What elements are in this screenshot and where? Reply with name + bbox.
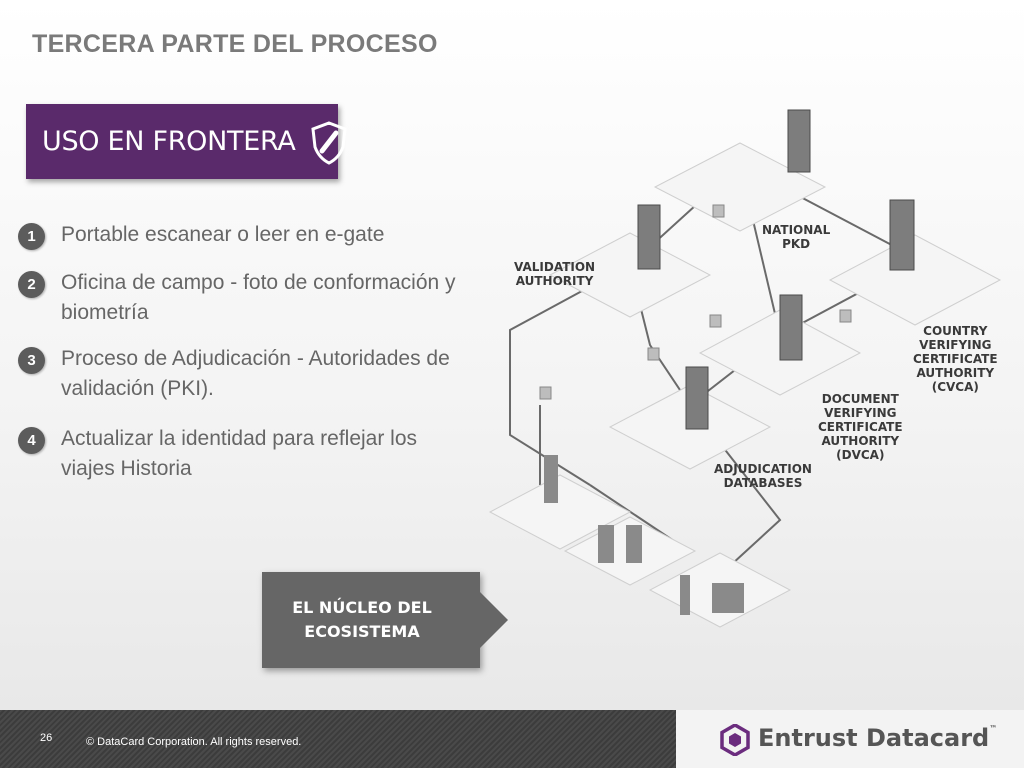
step-4: 4 Actualizar la identidad para reflejar …: [18, 424, 461, 484]
servers: [637, 109, 915, 430]
step-text: Oficina de campo - foto de conformación …: [61, 271, 456, 324]
banner-label: USO EN FRONTERA: [42, 126, 296, 157]
footer: 26 © DataCard Corporation. All rights re…: [0, 710, 1024, 768]
logo: Entrust Datacard™: [676, 710, 1024, 768]
step-3: 3 Proceso de Adjudicación - Autoridades …: [18, 344, 461, 404]
callout-text: EL NÚCLEO DEL ECOSISTEMA: [292, 598, 432, 641]
step-1: 1 Portable escanear o leer en e-gate: [18, 220, 461, 250]
slide-title: TERCERA PARTE DEL PROCESO: [32, 30, 438, 58]
step-number: 2: [18, 271, 45, 298]
entrust-logo-icon: [720, 724, 750, 756]
page-number: 26: [40, 732, 53, 744]
step-text: Actualizar la identidad para reflejar lo…: [61, 427, 418, 480]
diagram-graphic: [488, 109, 1002, 628]
lock-icons: [539, 204, 852, 400]
shield-icon: [311, 121, 347, 165]
logo-text: Entrust Datacard™: [758, 724, 998, 752]
ecosystem-diagram: NATIONAL PKD VALIDATION AUTHORITY COUNTR…: [480, 105, 1024, 665]
step-text: Portable escanear o leer en e-gate: [61, 223, 385, 246]
step-number: 4: [18, 427, 45, 454]
section-banner: USO EN FRONTERA: [26, 104, 347, 179]
footer-bar: 26 © DataCard Corporation. All rights re…: [0, 710, 676, 768]
ecosystem-callout: EL NÚCLEO DEL ECOSISTEMA: [262, 572, 508, 668]
label-adjudication-databases: ADJUDICATION DATABASES: [714, 462, 812, 490]
copyright-text: © DataCard Corporation. All rights reser…: [86, 736, 302, 748]
border-equipment: [544, 455, 744, 615]
label-cvca: COUNTRY VERIFYING CERTIFICATE AUTHORITY …: [913, 324, 998, 394]
step-number: 3: [18, 347, 45, 374]
platforms: [488, 142, 1002, 628]
step-text: Proceso de Adjudicación - Autoridades de…: [61, 347, 450, 400]
step-2: 2 Oficina de campo - foto de conformació…: [18, 268, 461, 328]
label-validation-authority: VALIDATION AUTHORITY: [514, 260, 596, 288]
label-dvca: DOCUMENT VERIFYING CERTIFICATE AUTHORITY…: [818, 392, 903, 462]
label-national-pkd: NATIONAL PKD: [762, 223, 831, 251]
step-number: 1: [18, 223, 45, 250]
